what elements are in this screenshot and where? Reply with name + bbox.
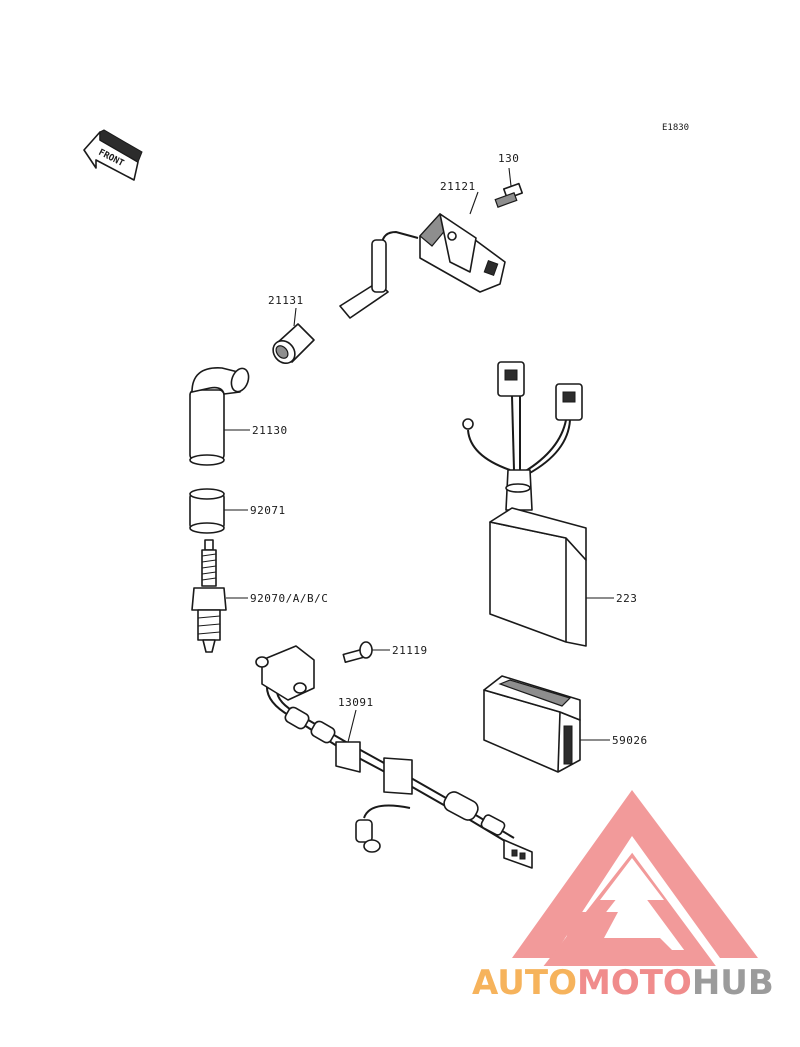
front-arrow-icon: FRONT xyxy=(83,129,143,181)
part-label-21119: 223 xyxy=(616,592,637,605)
rubber-case-13091 xyxy=(483,675,610,773)
part-label-223: 21119 xyxy=(392,644,428,657)
part-label-92070: 92070/A/B/C xyxy=(250,592,328,605)
diagram-code: E1830 xyxy=(662,123,689,133)
part-label-21121: 21121 xyxy=(440,180,476,193)
harness-59026 xyxy=(255,645,533,869)
cap-connector-21131 xyxy=(272,307,315,365)
watermark-text: AUTOMOTOHUB xyxy=(472,963,774,1003)
seal-92071 xyxy=(189,488,248,534)
igniter-unit-21119 xyxy=(462,361,614,647)
spark-plug-cap-21130 xyxy=(189,367,250,466)
watermark-moto: MOTO xyxy=(577,963,692,1003)
bolt-130 xyxy=(494,167,524,208)
ignition-coil-21121 xyxy=(339,191,506,319)
part-label-21130: 21130 xyxy=(252,424,288,437)
part-label-59026: 13091 xyxy=(338,696,374,709)
watermark-auto: AUTO xyxy=(472,963,577,1003)
screw-223 xyxy=(342,641,390,663)
part-label-13091: 59026 xyxy=(612,734,648,747)
part-label-21131: 21131 xyxy=(268,294,304,307)
watermark-logo xyxy=(512,790,758,966)
watermark-hub: HUB xyxy=(692,963,774,1003)
part-label-130: 130 xyxy=(498,152,519,165)
spark-plug-92070 xyxy=(191,539,248,653)
part-label-92071: 92071 xyxy=(250,504,286,517)
